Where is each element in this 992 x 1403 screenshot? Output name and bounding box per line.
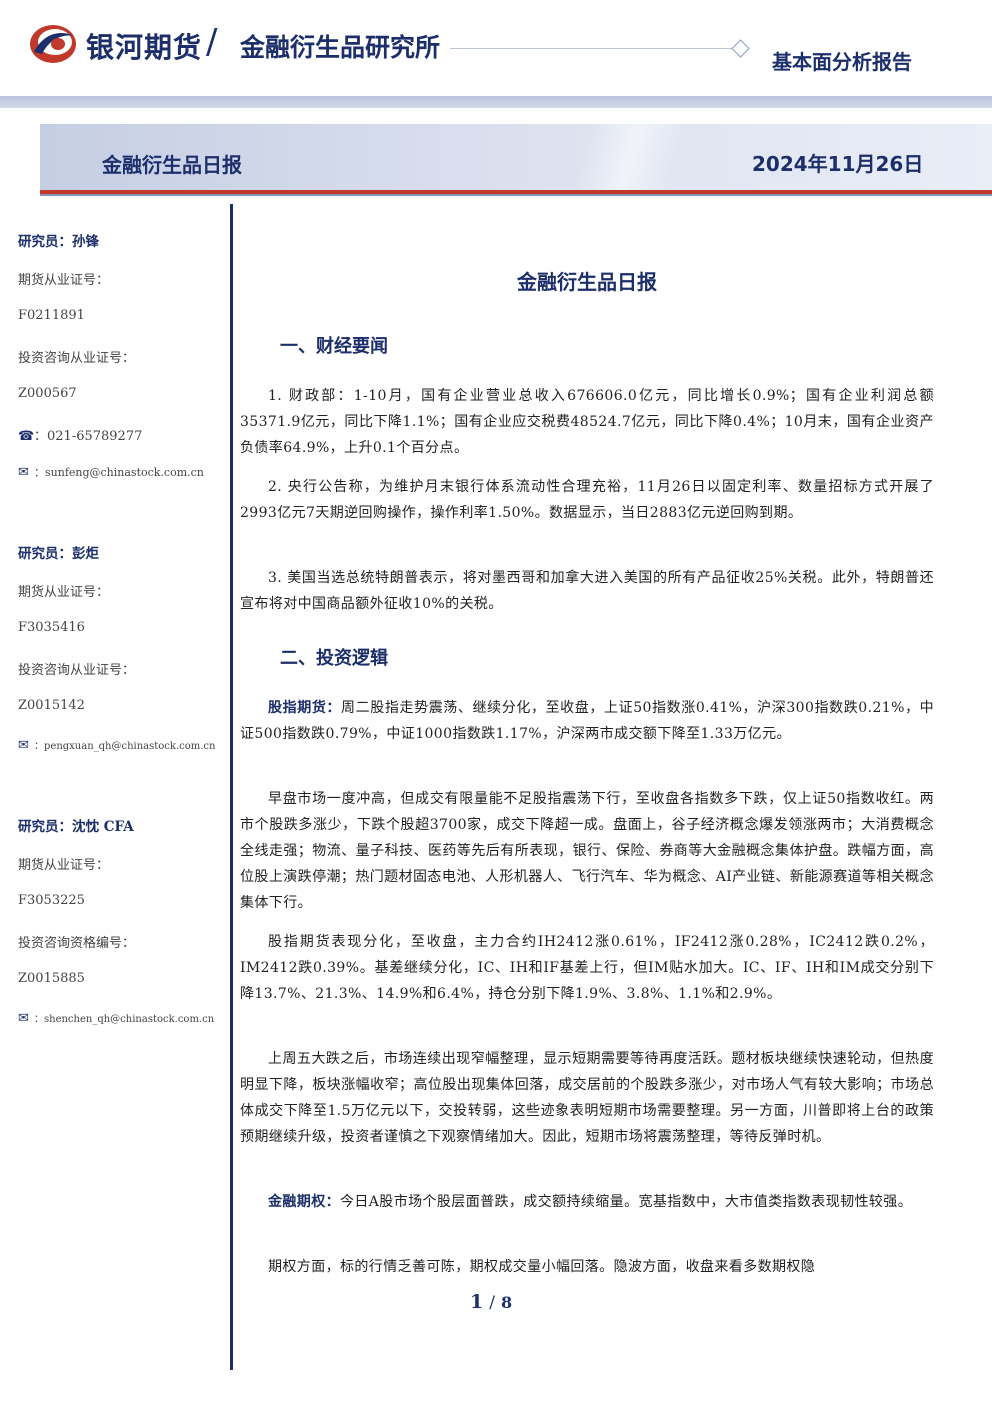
license-number: F3053225 xyxy=(18,893,85,908)
section-heading: 一、财经要闻 xyxy=(280,336,388,357)
logic-paragraph: 期权方面，标的行情乏善可陈，期权成交量小幅回落。隐波方面，收盘来看多数期权隐 xyxy=(268,1259,816,1275)
banner-highlight xyxy=(560,124,700,192)
banner-blue-rule xyxy=(40,194,992,196)
email-address[interactable]: ：shenchen_qh@chinastock.com.cn xyxy=(34,1014,215,1025)
email-icon: ✉ xyxy=(18,465,29,480)
news-item: 2. 央行公告称，为维护月末银行体系流动性合理充裕，11月26日以固定利率、数量… xyxy=(240,479,934,521)
license-label: 期货从业证号： xyxy=(18,273,110,288)
news-item: 1. 财政部：1-10月，国有企业营业总收入676606.0亿元，同比增长0.9… xyxy=(240,388,934,456)
report-header: 银河期货 / 金融衍生品研究所 基本面分析报告 xyxy=(0,0,992,100)
current-page: 1 xyxy=(470,1291,484,1313)
header-band xyxy=(0,96,992,108)
email-row: ✉ ：shenchen_qh@chinastock.com.cn xyxy=(18,1010,214,1026)
license-label: 期货从业证号： xyxy=(18,858,110,873)
report-date: 2024年11月26日 xyxy=(752,152,924,176)
paragraph-lead: 股指期货： xyxy=(268,700,342,716)
researcher-name: 研究员：彭炬 xyxy=(18,546,99,562)
email-address[interactable]: ：sunfeng@chinastock.com.cn xyxy=(34,466,204,479)
consult-number: Z0015142 xyxy=(18,698,85,713)
logic-paragraph: 上周五大跌之后，市场连续出现窄幅整理，显示短期需要等待再度活跃。题材板块继续快速… xyxy=(240,1051,934,1145)
institute-name: 金融衍生品研究所 xyxy=(240,33,441,62)
logic-paragraph: 股指期货：周二股指走势震荡、继续分化，至收盘，上证50指数涨0.41%，沪深30… xyxy=(240,695,934,747)
galaxy-logo-icon xyxy=(30,25,76,63)
consult-number: Z000567 xyxy=(18,386,77,401)
email-icon: ✉ xyxy=(18,738,29,753)
email-row: ✉ ：pengxuan_qh@chinastock.com.cn xyxy=(18,737,215,753)
section-heading: 二、投资逻辑 xyxy=(280,648,388,669)
banner-red-rule xyxy=(40,190,992,194)
logic-paragraph: 金融期权：今日A股市场个股层面普跌，成交额持续缩量。宽基指数中，大市值类指数表现… xyxy=(240,1189,934,1215)
page-number: 1/ 8 xyxy=(470,1291,512,1313)
brand-name: 银河期货 xyxy=(86,31,203,64)
column-divider xyxy=(230,204,233,1370)
license-number: F0211891 xyxy=(18,308,85,323)
email-icon: ✉ xyxy=(18,1011,29,1026)
researcher-name: 研究员：孙锋 xyxy=(18,234,99,250)
paragraph-lead: 金融期权： xyxy=(268,1194,340,1210)
consult-label: 投资咨询资格编号： xyxy=(18,936,136,951)
consult-number: Z0015885 xyxy=(18,971,85,986)
license-label: 期货从业证号： xyxy=(18,585,110,600)
phone-icon: ☎ xyxy=(18,429,35,444)
banner-title: 金融衍生品日报 xyxy=(102,153,242,177)
paragraph-body: 周二股指走势震荡、继续分化，至收盘，上证50指数涨0.41%，沪深300指数跌0… xyxy=(240,700,934,742)
consult-label: 投资咨询从业证号： xyxy=(18,351,136,366)
phone-number: ：021-65789277 xyxy=(34,429,143,444)
email-address[interactable]: ：pengxuan_qh@chinastock.com.cn xyxy=(34,741,216,752)
paragraph-body: 今日A股市场个股层面普跌，成交额持续缩量。宽基指数中，大市值类指数表现韧性较强。 xyxy=(340,1194,913,1210)
news-item: 3. 美国当选总统特朗普表示，将对墨西哥和加拿大进入美国的所有产品征收25%关税… xyxy=(240,570,934,612)
report-type: 基本面分析报告 xyxy=(772,50,912,74)
researcher-name: 研究员：沈忱 CFA xyxy=(18,819,134,835)
page-separator: / xyxy=(489,1293,495,1313)
logic-paragraph: 早盘市场一度冲高，但成交有限量能不足股指震荡下行，至收盘各指数多下跌，仅上证50… xyxy=(240,791,934,911)
logic-paragraph: 股指期货表现分化，至收盘，主力合约IH2412涨0.61%，IF2412涨0.2… xyxy=(240,934,934,1002)
header-rule xyxy=(450,48,732,49)
license-number: F3035416 xyxy=(18,620,85,635)
diamond-ornament-icon xyxy=(731,39,750,58)
email-row: ✉ ：sunfeng@chinastock.com.cn xyxy=(18,464,204,480)
brand-separator: / xyxy=(206,22,218,62)
total-pages: 8 xyxy=(500,1293,513,1312)
phone-row: ☎：021-65789277 xyxy=(18,425,142,444)
document-title: 金融衍生品日报 xyxy=(517,270,657,294)
consult-label: 投资咨询从业证号： xyxy=(18,663,136,678)
title-banner xyxy=(40,124,992,192)
